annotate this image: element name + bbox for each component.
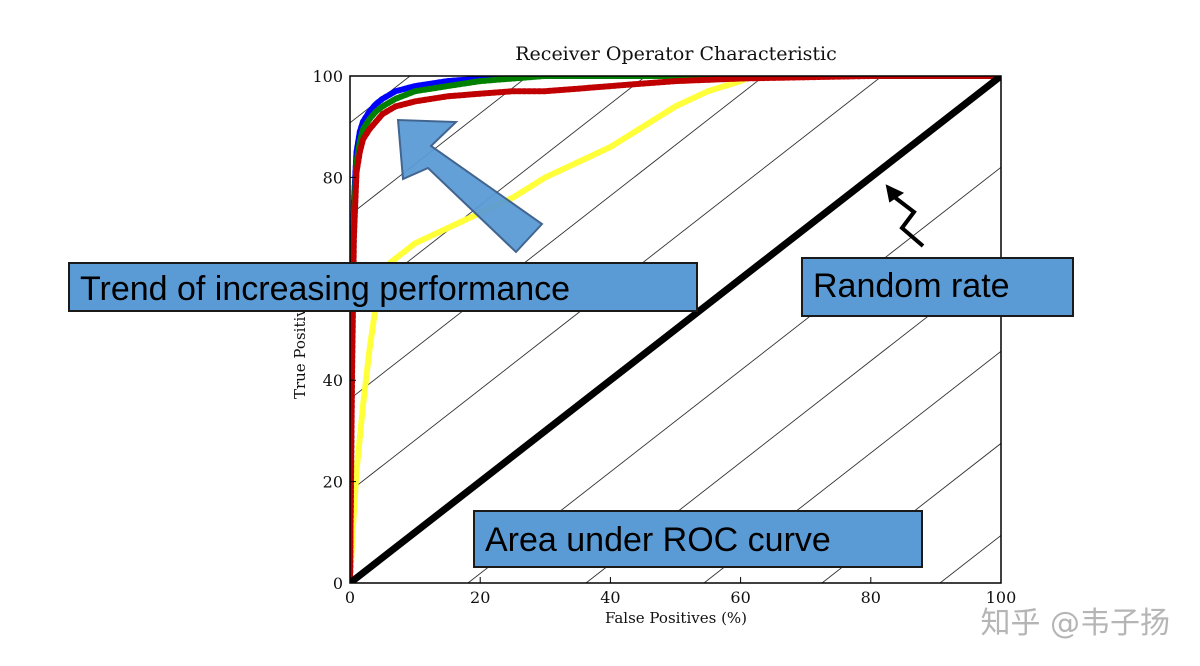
series-line-0: [350, 76, 1001, 583]
y-tick-label: 100: [312, 67, 343, 86]
hatch-line: [350, 76, 411, 124]
x-tick-label: 0: [345, 588, 355, 607]
hatch-line: [0, 76, 292, 583]
y-tick-label: 40: [323, 371, 343, 390]
plot-frame: [349, 75, 1002, 584]
hatch-line: [350, 76, 883, 492]
hatch-line: [939, 534, 1001, 583]
callout-random-rate-label: Random rate: [801, 257, 1074, 317]
hatch-line: [350, 76, 765, 400]
x-tick-label: 60: [730, 588, 750, 607]
x-tick-label: 80: [861, 588, 881, 607]
y-tick-label: 20: [323, 473, 343, 492]
hatch-line: [1058, 76, 1200, 583]
callout-auc-label: Area under ROC curve: [473, 510, 923, 568]
x-tick-label: 40: [600, 588, 620, 607]
hatch-line: [821, 442, 1001, 583]
x-axis-ticks: 0 20 40 60 80 100: [345, 577, 1016, 607]
watermark: 知乎 @韦子扬: [980, 606, 1170, 641]
y-tick-label: 80: [323, 168, 343, 187]
series-layer: [350, 76, 1001, 583]
trend-arrow-icon: [396, 118, 544, 254]
series-line-3: [350, 76, 1001, 583]
chart-title: Receiver Operator Characteristic: [515, 43, 837, 65]
x-tick-label: 100: [986, 588, 1017, 607]
series-line-diagonal: [350, 76, 1001, 583]
x-axis-label: False Positives (%): [605, 609, 747, 627]
hatch-line: [703, 350, 1001, 583]
callout-trend-label: Trend of increasing performance: [68, 262, 698, 312]
hatch-line: [350, 76, 647, 308]
hatch-line: [1176, 76, 1200, 583]
wavy-arrow-icon: [885, 184, 925, 248]
hatch-line: [467, 166, 1001, 583]
x-tick-label: 20: [470, 588, 490, 607]
y-tick-label: 0: [333, 574, 343, 593]
hatch-line: [585, 258, 1001, 583]
